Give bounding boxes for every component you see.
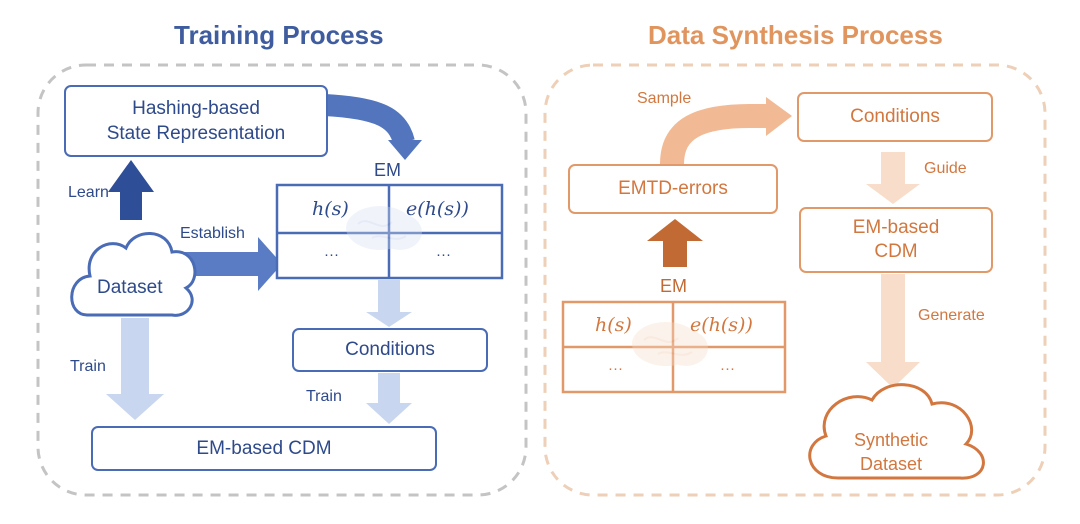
train-mid-label: Train [306,388,342,405]
brain-icon [346,206,422,250]
synthesis-cell-dots-2: ··· [720,360,735,377]
em-to-conditions-shaft [378,280,400,314]
synthesis-cdm-line1: EM-based [852,217,940,238]
synthesis-cell-dots-1: ··· [608,360,623,377]
synthesis-conditions-box: Conditions [797,92,993,142]
training-conditions-box: Conditions [292,328,488,372]
emtd-errors-label: EMTD-errors [618,178,728,199]
hashing-line1: Hashing-based [132,98,260,119]
em-to-emtd-head [647,219,703,241]
learn-arrow-head [108,160,154,192]
synthetic-cloud-icon [808,383,985,480]
training-cdm-label: EM-based CDM [196,437,332,459]
synthesis-cdm-line2: CDM [874,241,918,262]
establish-label: Establish [180,225,245,242]
synthetic-line1: Synthetic [853,430,929,450]
synthesis-cdm-box: EM-based CDM [799,207,993,273]
train-left-arrow-shaft [121,318,149,396]
synthesis-cell-e: e(h(s)) [690,314,753,336]
hashing-box: Hashing-based State Representation [64,85,328,157]
brain-icon-synth [632,322,708,366]
training-title: Training Process [174,20,384,50]
training-em-title: EM [374,160,401,180]
train-left-label: Train [70,358,106,375]
curved-arrow-to-em-head [388,140,422,160]
training-conditions-label: Conditions [345,339,435,360]
synthesis-em-title: EM [660,276,687,296]
training-cell-h: h(s) [312,198,349,220]
train-left-arrow-head [106,394,164,420]
generate-arrow-shaft [881,274,905,364]
conditions-to-cdm-head [366,403,412,424]
training-cell-dots-2: ··· [436,246,451,263]
sample-label: Sample [637,90,692,107]
sample-arrow-head [766,97,792,136]
curved-arrow-to-em [324,94,415,146]
training-cell-e: e(h(s)) [406,198,469,220]
synthesis-em-table [561,300,787,394]
em-to-conditions-head [366,312,412,327]
establish-arrow-head [258,237,282,291]
training-em-table [275,183,504,280]
emtd-errors-box: EMTD-errors [568,164,778,214]
generate-label: Generate [918,307,985,324]
dataset-cloud-icon [70,232,197,317]
generate-arrow-head [866,362,920,388]
synthesis-panel [543,63,1047,497]
training-panel [36,63,528,497]
guide-label: Guide [924,160,967,177]
learn-arrow-shaft [120,190,142,220]
em-to-emtd-shaft [663,239,687,267]
hashing-line2: State Representation [106,123,286,144]
guide-arrow-shaft [881,152,905,186]
training-cell-dots-1: ··· [324,246,339,263]
synthesis-title: Data Synthesis Process [648,20,943,50]
training-cdm-box: EM-based CDM [91,426,437,471]
synthetic-dataset-label: Synthetic Dataset [852,428,930,476]
conditions-to-cdm-shaft [378,373,400,405]
synthesis-cell-h: h(s) [595,314,632,336]
dataset-label: Dataset [97,277,163,298]
synthesis-conditions-label: Conditions [850,106,940,127]
synthetic-line2: Dataset [859,454,923,474]
learn-label: Learn [68,184,109,201]
guide-arrow-head [866,184,920,204]
sample-arrow [660,104,770,165]
